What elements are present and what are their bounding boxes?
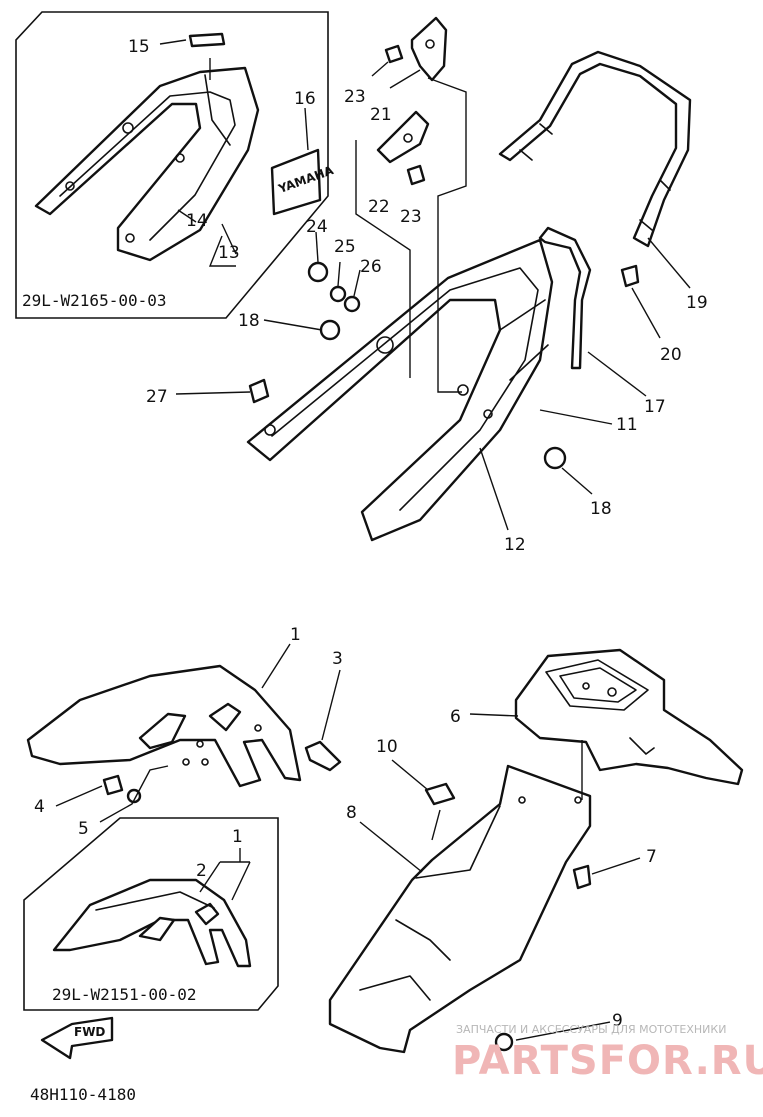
emblem-15	[188, 32, 226, 48]
callout-15: 15	[128, 37, 150, 57]
callout-4: 4	[34, 797, 45, 817]
fwd-arrow-icon: FWD	[40, 1016, 114, 1060]
inset-seat-cowl	[34, 66, 260, 262]
callout-7: 7	[646, 847, 657, 867]
callout-20: 20	[660, 345, 682, 365]
callout-8: 8	[346, 803, 357, 823]
callout-23b: 23	[400, 207, 422, 227]
callout-22: 22	[368, 197, 390, 217]
inset-code-front-fender: 29L-W2151-00-02	[52, 985, 197, 1004]
clamp-3	[304, 740, 342, 772]
callout-18a: 18	[238, 311, 260, 331]
callout-3: 3	[332, 649, 343, 669]
nut-7	[572, 864, 592, 890]
figure-code: 48H110-4180	[30, 1085, 136, 1104]
front-fender-1	[26, 664, 302, 788]
callout-16: 16	[294, 89, 316, 109]
cap-24	[307, 261, 329, 283]
callout-14: 14	[186, 211, 208, 231]
bracket-21	[410, 16, 448, 82]
inset-front-fender	[52, 878, 252, 968]
washer-5	[126, 788, 142, 804]
bolt-23-lower	[406, 164, 426, 186]
callout-26: 26	[360, 257, 382, 277]
watermark-brand: PARTSFOR.RU	[452, 1038, 763, 1084]
svg-text:FWD: FWD	[74, 1025, 105, 1039]
grommet-10	[424, 782, 456, 806]
bolt-20	[620, 264, 640, 288]
callout-18b: 18	[590, 499, 612, 519]
callout-25: 25	[334, 237, 356, 257]
callout-11: 11	[616, 415, 638, 435]
washer-25	[329, 285, 347, 303]
callout-10: 10	[376, 737, 398, 757]
callout-5: 5	[78, 819, 89, 839]
nut-26	[343, 295, 361, 313]
clip-9	[494, 1032, 514, 1052]
callout-21: 21	[370, 105, 392, 125]
grab-bar-19	[498, 50, 692, 248]
part-17	[538, 226, 592, 370]
callout-2: 2	[196, 861, 207, 881]
callout-1b: 1	[232, 827, 243, 847]
watermark-tagline: ЗАПЧАСТИ И АКСЕССУАРЫ ДЛЯ МОТОТЕХНИКИ	[456, 1023, 726, 1036]
plate-22	[376, 110, 430, 164]
bolt-23-upper	[384, 44, 404, 64]
callout-9: 9	[612, 1011, 623, 1031]
callout-1a: 1	[290, 625, 301, 645]
callout-23a: 23	[344, 87, 366, 107]
grommet-18-left	[319, 319, 341, 341]
inset-code-seat-cowl: 29L-W2165-00-03	[22, 291, 167, 310]
tail-bracket-6	[514, 648, 744, 786]
grommet-18-right	[543, 446, 567, 470]
callout-17: 17	[644, 397, 666, 417]
sticker-16: YAMAHA	[270, 148, 336, 216]
inset-frame-seat-cowl	[15, 11, 329, 319]
bolt-4	[102, 774, 124, 796]
inset-frame-front-fender	[23, 817, 279, 1011]
callout-19: 19	[686, 293, 708, 313]
callout-24: 24	[306, 217, 328, 237]
bolt-27	[248, 378, 270, 404]
callout-13: 13	[218, 243, 240, 263]
seat-cowl-main	[246, 238, 554, 542]
callout-12: 12	[504, 535, 526, 555]
rear-fender-8	[328, 764, 592, 1054]
callout-27: 27	[146, 387, 168, 407]
callout-6: 6	[450, 707, 461, 727]
